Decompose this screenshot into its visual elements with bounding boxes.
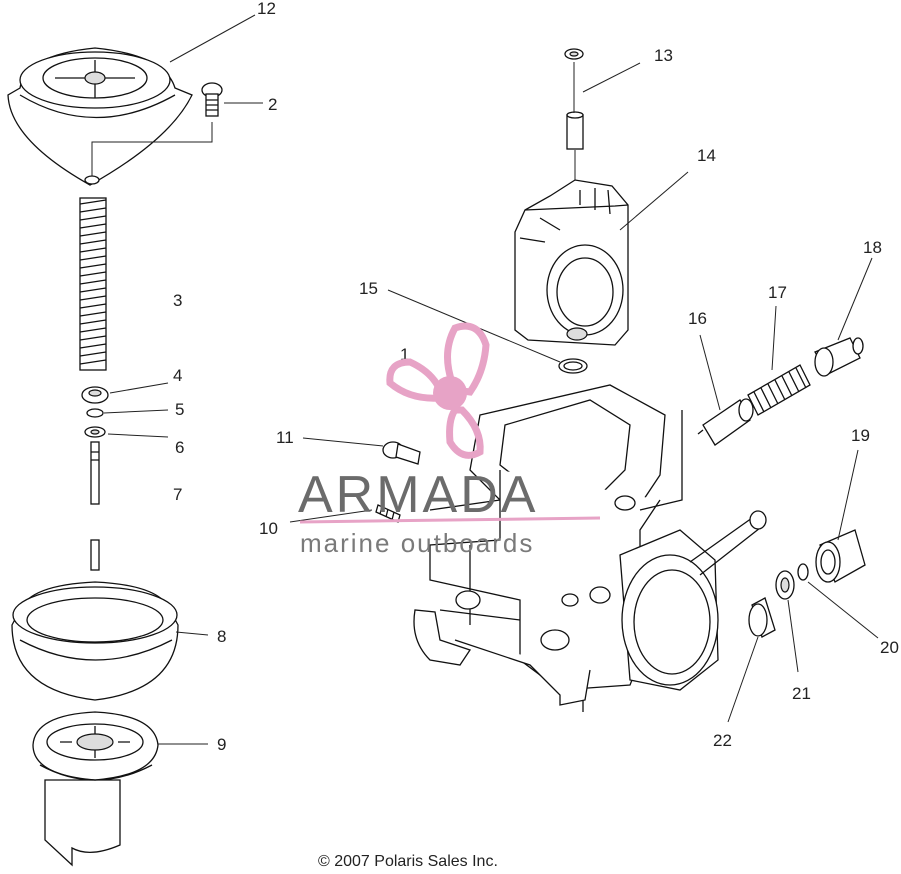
label-9: 9: [217, 735, 226, 754]
label-8: 8: [217, 627, 226, 646]
part-21-washer: [775, 570, 795, 600]
armada-watermark: ARMADA marine outboards: [298, 322, 601, 558]
label-21: 21: [792, 684, 811, 703]
part-22-bushing: [748, 597, 776, 638]
label-5: 5: [175, 400, 184, 419]
label-12: 12: [257, 0, 276, 18]
part-17-spring: [747, 364, 811, 416]
label-13: 13: [654, 46, 673, 65]
leader-lines: [103, 14, 879, 745]
part-12-top-cover: [7, 47, 193, 186]
part-5-clip: [86, 408, 104, 418]
label-7: 7: [173, 485, 182, 504]
part-7-needle: [90, 441, 100, 571]
label-18: 18: [863, 238, 882, 257]
copyright-notice: © 2007 Polaris Sales Inc.: [318, 853, 498, 870]
label-20: 20: [880, 638, 899, 657]
part-15-o-ring: [558, 358, 588, 374]
watermark-brand: ARMADA: [298, 466, 538, 524]
label-16: 16: [688, 309, 707, 328]
part-8-diaphragm: [11, 581, 179, 701]
label-6: 6: [175, 438, 184, 457]
part-18-cap: [814, 337, 864, 377]
watermark-tagline: marine outboards: [300, 528, 534, 558]
part-3-spring: [79, 197, 107, 371]
label-14: 14: [697, 146, 716, 165]
part-9-slide: [32, 711, 159, 867]
label-3: 3: [173, 291, 182, 310]
part-1-carburetor-body: [413, 384, 767, 712]
label-10: 10: [259, 519, 278, 538]
part-2-screw: [201, 82, 223, 117]
propeller-logo-icon: [386, 322, 490, 459]
part-16-plunger: [697, 398, 754, 446]
label-22: 22: [713, 731, 732, 750]
label-17: 17: [768, 283, 787, 302]
watermark-rule: [299, 516, 601, 524]
part-11-screw: [382, 441, 421, 465]
label-2: 2: [268, 95, 277, 114]
part-14-top-housing: [514, 179, 629, 346]
label-15: 15: [359, 279, 378, 298]
label-1: 1: [400, 345, 409, 364]
label-19: 19: [851, 426, 870, 445]
part-6-washer: [84, 426, 106, 438]
part-4-retainer: [81, 386, 109, 404]
part-20-clip: [797, 563, 809, 581]
label-4: 4: [173, 366, 182, 385]
part-13-screw: [564, 48, 584, 150]
part-19-fitting: [815, 529, 866, 583]
label-11: 11: [276, 428, 294, 447]
